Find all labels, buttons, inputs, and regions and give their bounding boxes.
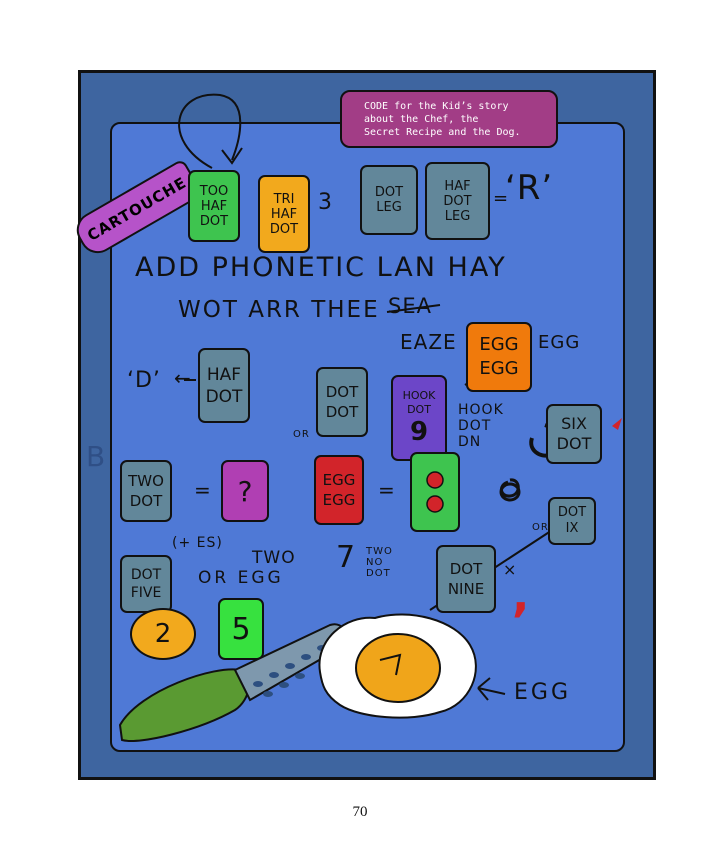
dot-nine-tile: DOT NINE [436,545,496,613]
tile-line: 9 [409,417,429,447]
hook-dot-tile: HOOK DOT 9 [391,375,447,461]
egg-label: EGG [514,680,571,705]
tile-line: DOT [205,386,243,407]
note-line: HOOK [458,402,504,418]
six-dot-tile: SIX DOT [546,404,602,464]
tile-line: DOT [130,567,162,583]
banner-line: about the Chef, the [364,114,479,125]
note-line: TWO [366,546,393,557]
tile-line: TWO [128,472,164,490]
question-line: WOT ARR THEE [178,297,380,323]
x-mark: × [503,560,518,579]
page-number: 70 [352,804,368,820]
letter-r: ‘R’ [505,168,554,208]
tile-line: LEG [444,208,471,224]
tile-line: LEG [376,200,402,215]
question-tile: ? [221,460,269,522]
five-tile: 5 [218,598,264,660]
phonetic-line: ADD PHONETIC LAN HAY [135,252,507,283]
tile-line: DOT [325,403,359,421]
equals-sign: = [194,478,212,502]
knife-icon [118,623,348,742]
tile-line: DOT [199,213,229,229]
tile-line: IX [565,521,579,536]
tile-line: TOO [199,183,229,199]
or-label: OR [293,429,310,440]
too-haf-dot-tile: TOO HAF DOT [188,170,240,242]
two-note: TWO [252,548,296,568]
note-line: NO [366,557,384,568]
eaze-word: EAZE [400,330,457,354]
egg-egg-orange-tile: EGG EGG [466,322,532,392]
tile-line: HAF [270,206,298,222]
tile-line: HOOK [402,389,436,402]
banner-line: CODE for the Kid’s story [364,101,509,112]
egg-egg-red-tile: EGG EGG [314,455,364,525]
hook-dot-dn-note: HOOK DOT DN [458,402,508,450]
tile-line: DOT [374,185,404,200]
two-oval: 2 [130,608,196,660]
dot-dot-tile: DOT DOT [316,367,368,437]
note-line: DOT [458,418,492,434]
struck-word: SEA [388,294,432,318]
haf-dot-tile: HAF DOT [198,348,250,423]
tile-line: DOT [269,221,299,237]
dot-ix-tile: DOT IX [548,497,596,545]
two-no-dot-note: TWO NO DOT [366,546,402,579]
comma-mark: , [512,568,531,622]
number-seven: 7 [336,540,357,575]
tile-line: DOT [556,434,592,453]
tile-line: FIVE [130,585,162,601]
tile-line: HAF [206,364,242,385]
tile-line: NINE [447,580,485,598]
or-label: OR [532,522,549,533]
note-line: DN [458,434,482,450]
tile-line: EGG [322,491,356,509]
tile-line: DOT [557,505,587,520]
tile-line: HAF [200,198,228,214]
tile-line: HAF [444,178,471,194]
dot-five-tile: DOT FIVE [120,555,172,613]
question-mark: ? [237,474,253,508]
equals-sign: = [378,478,396,502]
tri-haf-dot-tile: TRI HAF DOT [258,175,310,253]
equals-sign: = [493,188,510,209]
arrow-left-icon: ← [174,366,192,390]
egg-word: EGG [538,332,581,353]
two-dot-tile: TWO DOT [120,460,172,522]
number-three: 3 [318,190,333,215]
arrow-to-egg-icon [477,677,506,701]
tile-line: DOT [407,403,431,416]
dot-leg-tile: DOT LEG [360,165,418,235]
two-digit: 2 [154,618,172,649]
or-egg-note: OR EGG [198,568,284,588]
plus-es-note: (+ ES) [172,535,223,551]
two-dot-glyph [426,471,444,513]
side-letter-b: B [86,440,107,473]
two-dot-green-tile [410,452,460,532]
note-line: DOT [366,568,391,579]
fried-egg-icon [318,613,477,719]
haf-dot-leg-tile: HAF DOT LEG [425,162,490,240]
tile-line: DOT [449,560,483,578]
tile-line: EGG [322,471,356,489]
tile-line: TRI [273,191,295,207]
tile-line: DOT [129,492,163,510]
tile-line: DOT [443,193,472,209]
tile-line: EGG [479,358,519,379]
letter-d: ‘D’ [127,368,161,393]
tile-line: EGG [479,334,519,355]
banner-line: Secret Recipe and the Dog. [364,127,521,138]
tile-line: SIX [561,414,587,433]
tile-line: DOT [325,383,359,401]
title-banner: CODE for the Kid’s story about the Chef,… [340,90,558,148]
